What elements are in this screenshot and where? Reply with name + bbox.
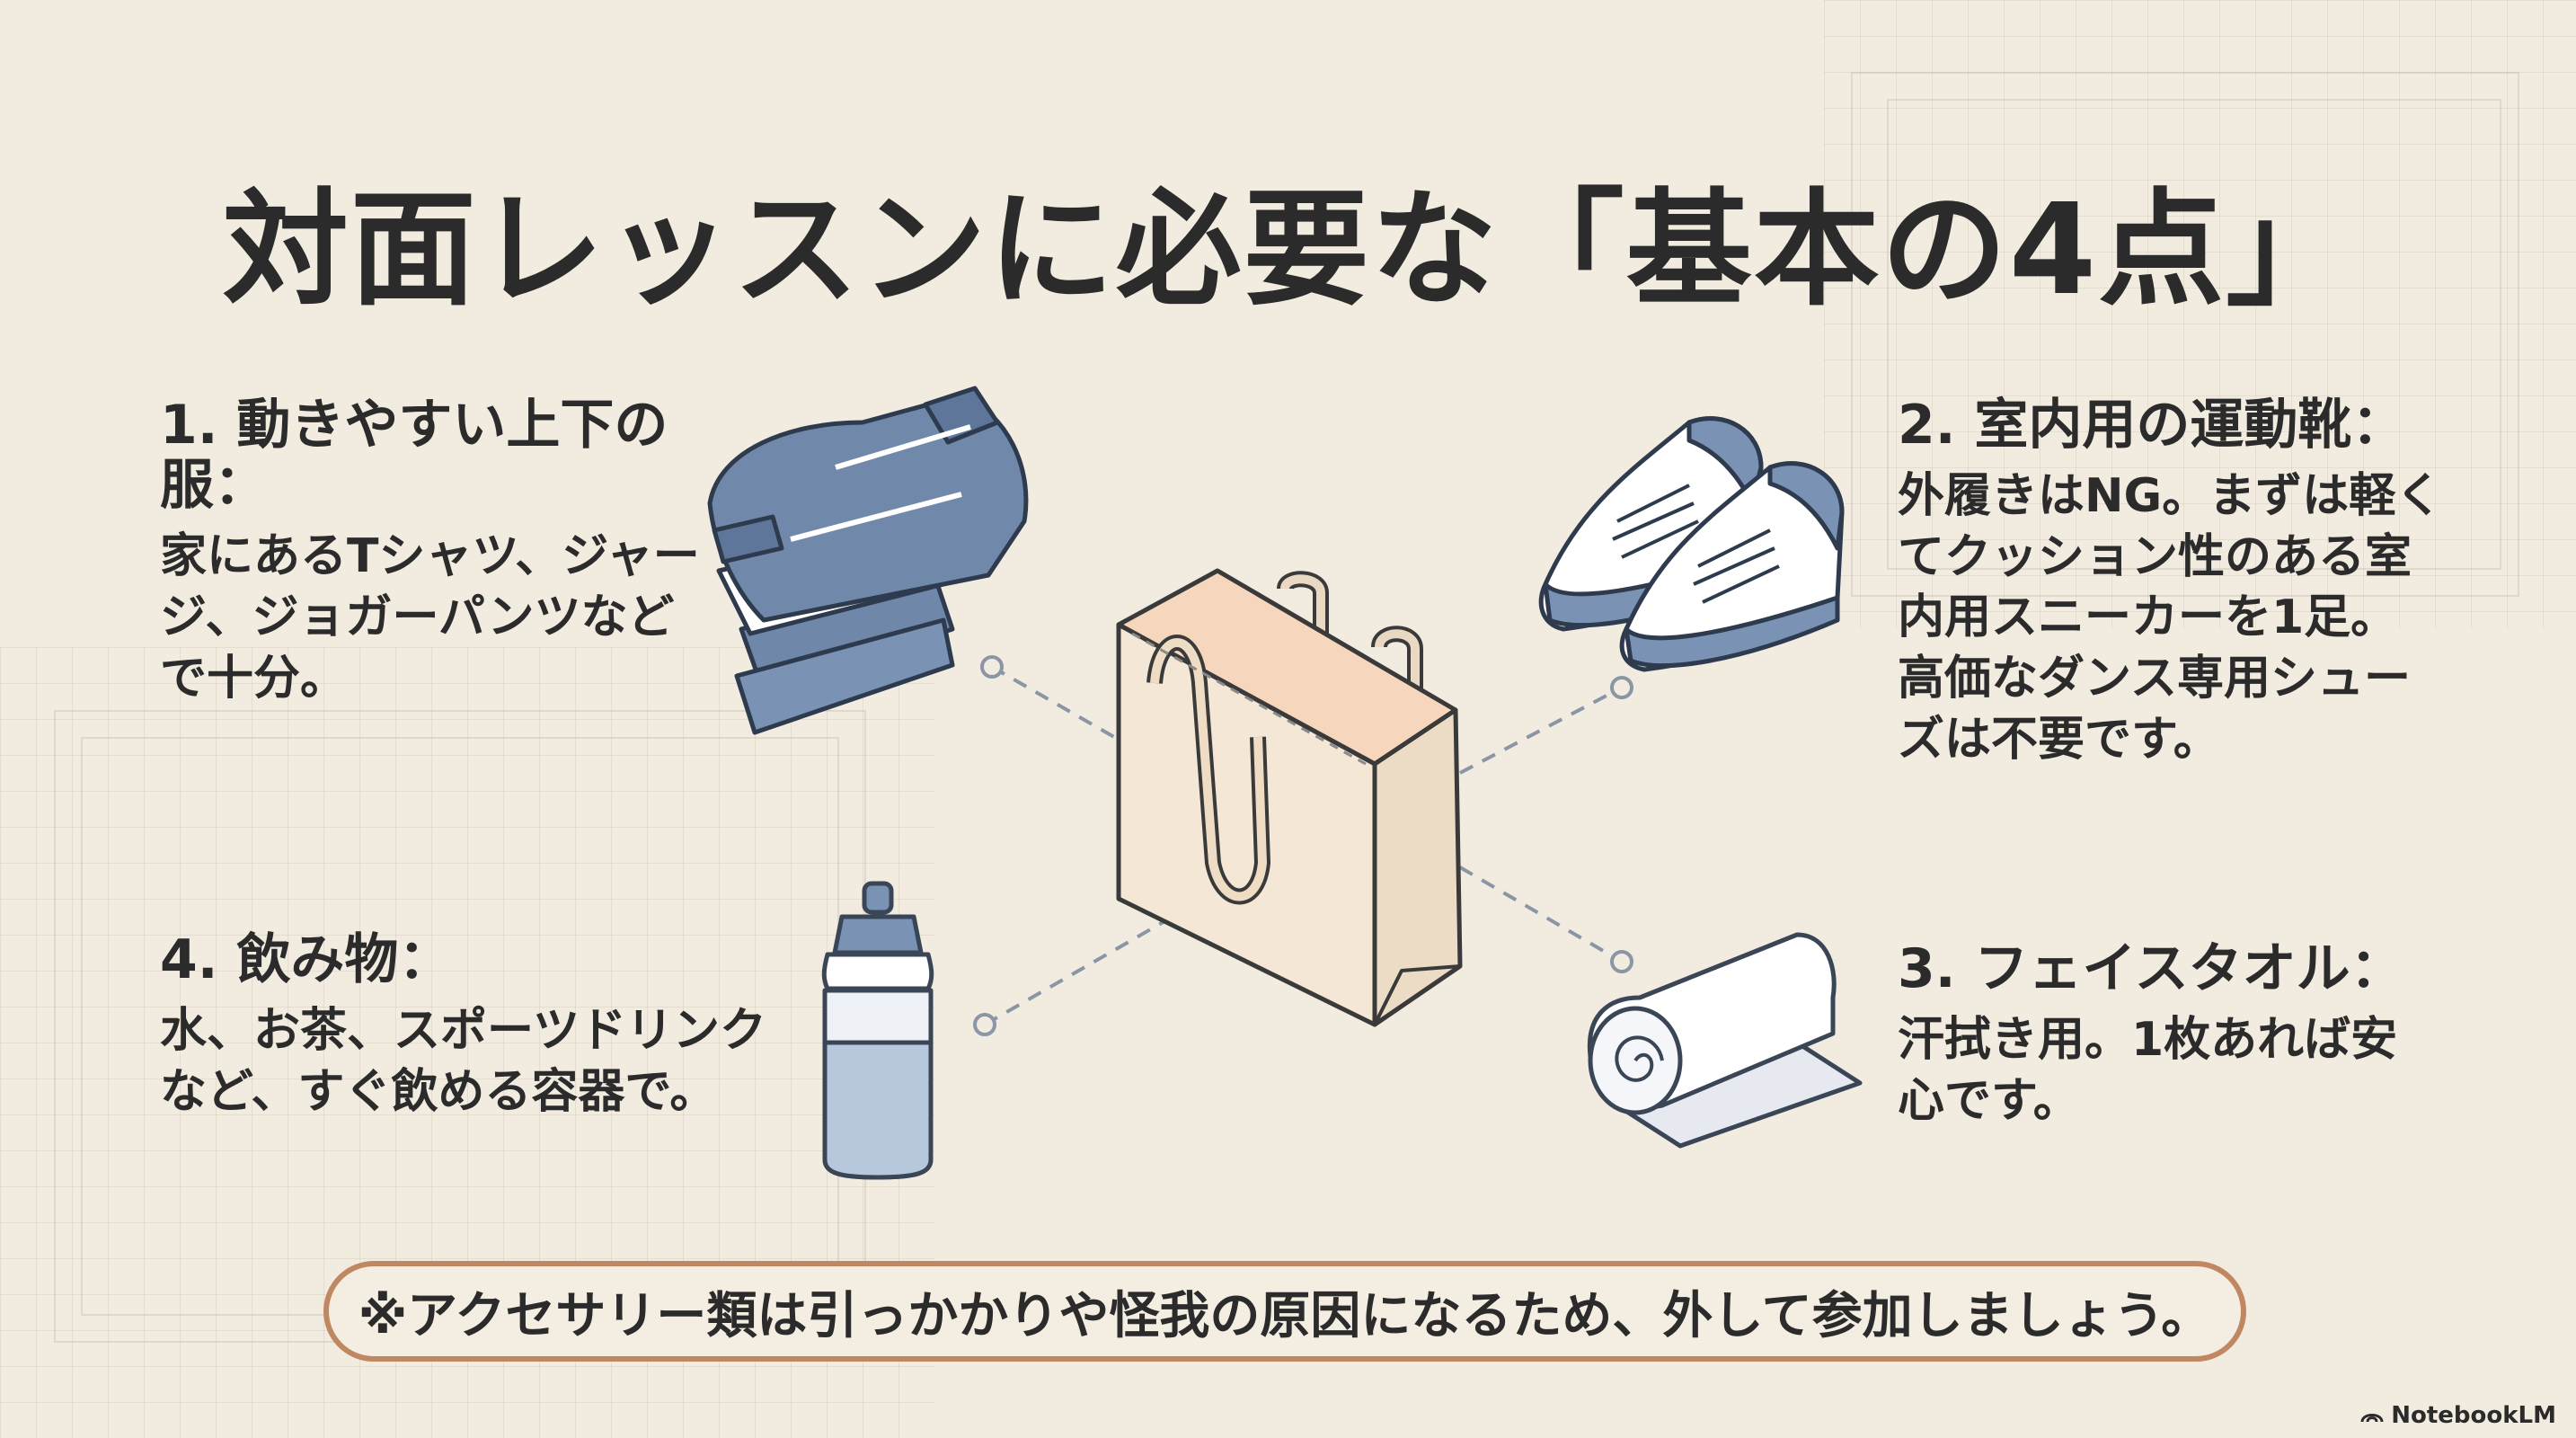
item-heading: 2. 室内用の運動靴： [1898, 394, 2406, 457]
brand-label: NotebookLM [2391, 1402, 2556, 1429]
background-frame [1887, 99, 2501, 570]
connector-dot [973, 1013, 996, 1036]
notebooklm-logo-icon [2360, 1414, 2384, 1423]
item-body: 家にあるTシャツ、ジャー ジ、ジョガーパンツなど で十分。 [160, 529, 700, 706]
towel-icon [1587, 932, 1863, 1149]
brand-mark: NotebookLM [2360, 1402, 2556, 1429]
clothes-icon [707, 386, 1029, 735]
item-clothes: 1. 動きやすい上下の服： 家にあるTシャツ、ジャー ジ、ジョガーパンツなど で… [160, 395, 771, 709]
connector-dot [1610, 676, 1633, 699]
connector-dot [1610, 950, 1633, 973]
connector-dot [980, 655, 1004, 679]
item-heading: 1. 動きやすい上下の服： [160, 394, 668, 518]
item-body: 水、お茶、スポーツドリンク など、すぐ飲める容器で。 [160, 1004, 766, 1119]
item-heading: 4. 飲み物： [160, 928, 453, 991]
background-frame [1851, 72, 2519, 597]
item-body: 汗拭き用。1枚あれば安 心です。 [1898, 1013, 2398, 1128]
item-body: 外履きはNG。まずは軽く てクッション性のある室 内用スニーカーを1足。 高価な… [1898, 469, 2443, 767]
tote-bag-icon [1116, 568, 1463, 1027]
item-towel: 3. フェイスタオル： 汗拭き用。1枚あれば安 心です。 [1898, 937, 2545, 1132]
water-bottle-icon [821, 881, 934, 1180]
page-title: 対面レッスンに必要な「基本の4点」 [222, 177, 2354, 324]
background-grid-top-right [1824, 0, 2576, 629]
item-heading: 3. フェイスタオル： [1898, 937, 2404, 1000]
shoes-icon [1538, 416, 1845, 672]
accessory-note: ※アクセサリー類は引っかかりや怪我の原因になるため、外して参加しましょう。 [323, 1261, 2246, 1362]
connector-lines [984, 665, 1624, 1026]
item-shoes: 2. 室内用の運動靴： 外履きはNG。まずは軽く てクッション性のある室 内用ス… [1898, 395, 2545, 770]
item-drink: 4. 飲み物： 水、お茶、スポーツドリンク など、すぐ飲める容器で。 [160, 928, 807, 1123]
